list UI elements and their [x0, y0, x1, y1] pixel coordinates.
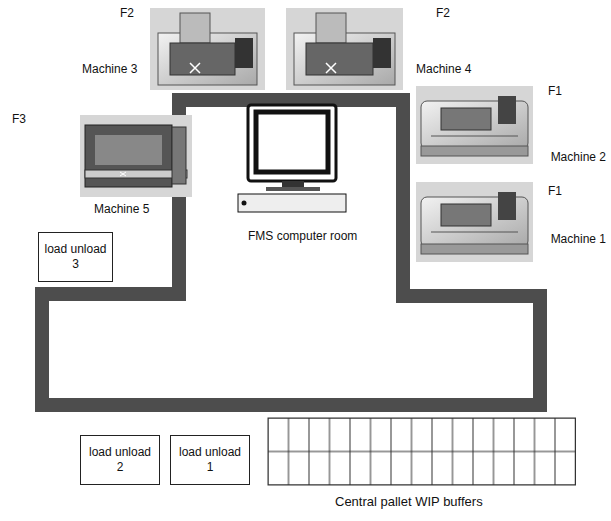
layout-label: FMS computer room [248, 229, 357, 243]
station-label: load unload 2 [85, 445, 155, 475]
machine-part [441, 108, 491, 130]
machine-part [421, 146, 528, 156]
load-unload-station: load unload 3 [38, 232, 113, 282]
machine-picture [150, 8, 265, 90]
machine-part [326, 63, 336, 73]
machine-picture [416, 182, 533, 262]
pallet-buffer-grid [268, 418, 576, 485]
machine-part [190, 63, 200, 73]
machine-picture [416, 86, 533, 164]
station-label: load unload 3 [43, 242, 108, 272]
machine-part [316, 13, 346, 43]
conveyor-track [42, 100, 540, 405]
machine-picture [80, 115, 192, 197]
machine-picture [286, 8, 403, 90]
machine-part [421, 244, 528, 254]
layout-label: Machine 5 [94, 202, 149, 216]
machine-part [498, 96, 516, 124]
machine-part [498, 192, 516, 220]
machine-part [441, 204, 491, 226]
machine-part [120, 172, 126, 176]
layout-label: Machine 2 [551, 150, 606, 164]
machine-part [286, 8, 403, 90]
layout-label: F2 [436, 6, 450, 20]
machine-part [95, 135, 162, 165]
machine-part [172, 127, 186, 184]
layout-label: Machine 4 [416, 62, 471, 76]
machine-part [431, 136, 518, 137]
machine-part [373, 38, 391, 68]
layout-label: F1 [548, 84, 562, 98]
computer-icon [238, 105, 346, 212]
machine-part [431, 232, 518, 233]
machine-part [306, 43, 373, 75]
machine-part [180, 13, 210, 43]
machine-part [170, 43, 235, 75]
machine-part [416, 86, 533, 164]
layout-label: F1 [548, 184, 562, 198]
load-unload-station: load unload 2 [80, 435, 160, 485]
layout-label: Machine 1 [551, 232, 606, 246]
load-unload-station: load unload 1 [170, 435, 250, 485]
machine-part [80, 115, 192, 197]
layout-label: F2 [120, 6, 134, 20]
layout-label: F3 [12, 112, 26, 126]
layout-label: Central pallet WIP buffers [335, 494, 483, 509]
machine-part [150, 8, 265, 90]
layout-label: Machine 3 [82, 62, 137, 76]
machine-part [235, 38, 253, 68]
station-label: load unload 1 [175, 445, 245, 475]
machine-part [416, 182, 533, 262]
